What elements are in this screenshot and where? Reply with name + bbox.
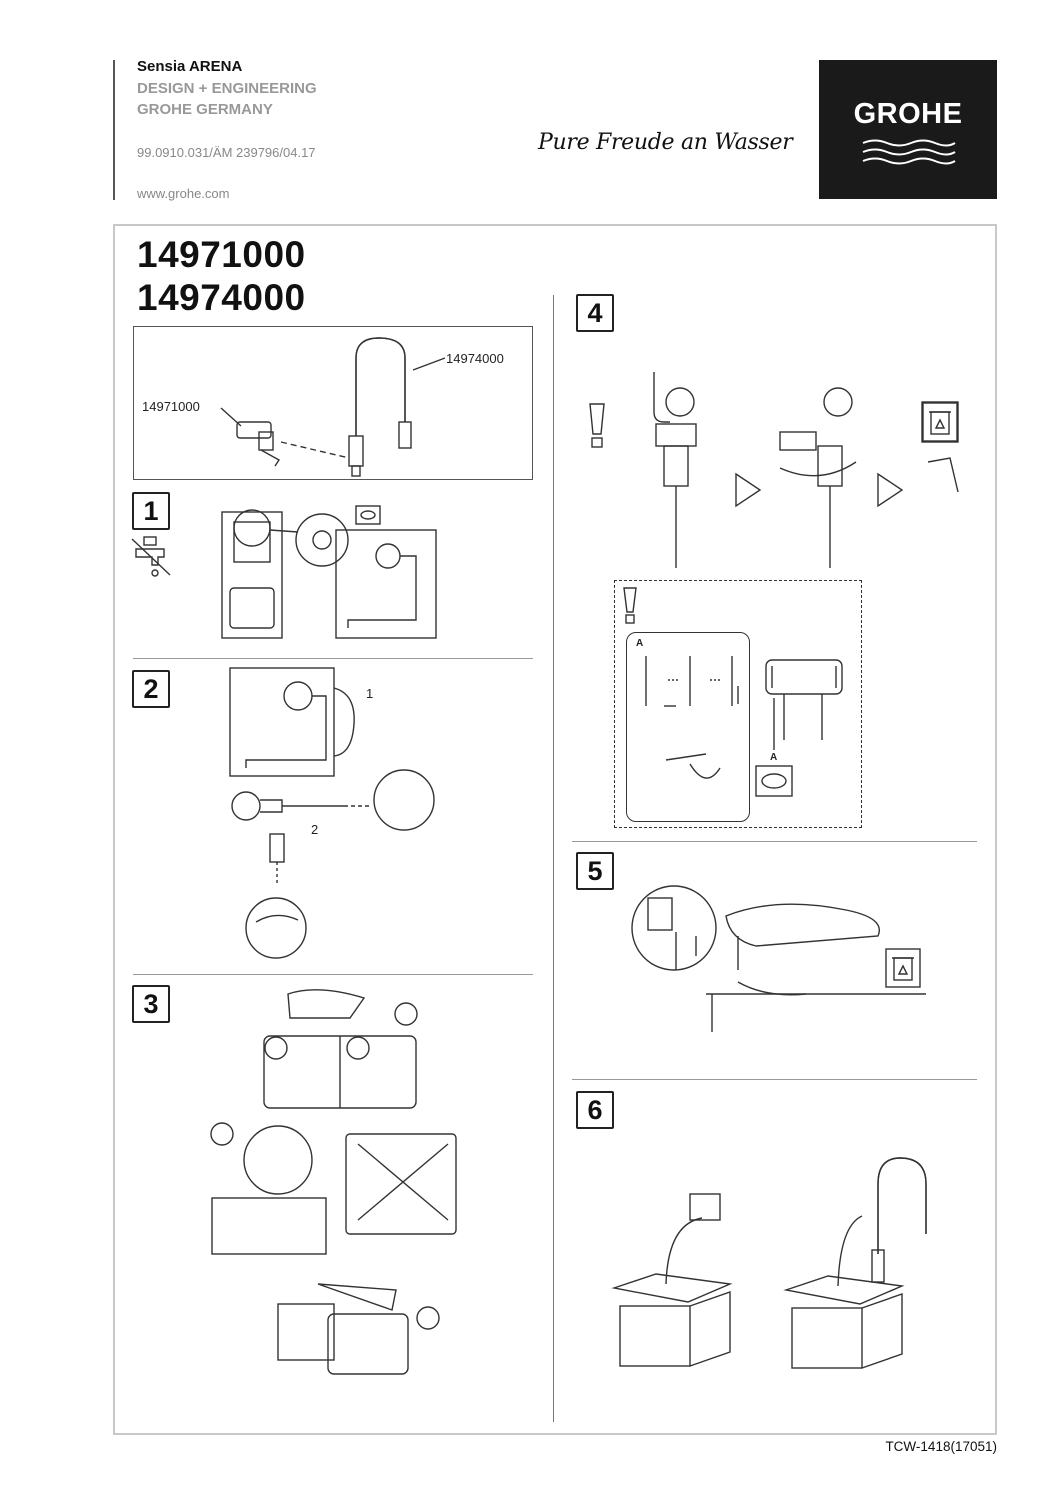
document-footer-code: TCW-1418(17051) xyxy=(885,1439,997,1454)
design-line: DESIGN + ENGINEERING xyxy=(137,80,317,97)
step-3-callout-2b: 2b xyxy=(352,1041,367,1056)
grohe-logo: GROHE xyxy=(819,60,997,199)
step-4-illustration xyxy=(653,372,959,568)
step-5-badge: 5 xyxy=(576,852,614,890)
product-name: Sensia ARENA xyxy=(137,58,243,75)
recycle-bin-icon xyxy=(922,402,958,442)
logo-text: GROHE xyxy=(853,98,963,130)
step-divider-1 xyxy=(133,658,533,659)
no-water-tap-icon xyxy=(131,536,171,577)
step-6-badge: 6 xyxy=(576,1091,614,1129)
step-3-illustration xyxy=(210,989,457,1375)
step-divider-5 xyxy=(572,1079,977,1080)
step-1-badge: 1 xyxy=(132,492,170,530)
logo-waves xyxy=(862,139,956,165)
detail-label-a-2: A xyxy=(770,752,778,763)
step-4-detail-illustration xyxy=(645,656,843,797)
part-label-hose: 14974000 xyxy=(446,351,504,366)
parts-overview-box xyxy=(133,326,533,480)
step-divider-2 xyxy=(133,974,533,975)
part-label-bracket: 14971000 xyxy=(142,399,200,414)
warning-exclamation-icon xyxy=(589,403,605,448)
step-1-illustration xyxy=(221,505,437,639)
step-divider-4 xyxy=(572,841,977,842)
step-5-illustration xyxy=(631,885,926,1032)
step-4-detail-inset xyxy=(626,632,750,822)
slogan: Pure Freude an Wasser xyxy=(538,130,793,155)
content-frame xyxy=(113,224,997,1435)
model-number-2: 14974000 xyxy=(137,277,306,318)
step-3-callout-1: 1 xyxy=(402,1005,410,1020)
step-4-badge: 4 xyxy=(576,294,614,332)
warning-exclamation-icon xyxy=(623,587,637,624)
step-2-illustration xyxy=(229,667,435,959)
detail-label-a-1: A xyxy=(636,638,644,649)
website-link[interactable]: www.grohe.com xyxy=(137,186,230,201)
step-3-callout-2a: 2a xyxy=(270,1041,285,1056)
step-3-badge: 3 xyxy=(132,985,170,1023)
step-2-badge: 2 xyxy=(132,670,170,708)
step-6-illustration xyxy=(611,1157,927,1369)
recycle-bin-icon xyxy=(885,948,921,988)
model-number-1: 14971000 xyxy=(137,234,306,275)
step-2-callout-1: 1 xyxy=(366,686,374,701)
column-divider xyxy=(553,295,554,1422)
parts-illustration xyxy=(220,337,446,477)
step-4-detail-box xyxy=(614,580,862,828)
header-rule xyxy=(113,60,115,200)
origin-line: GROHE GERMANY xyxy=(137,101,273,118)
step-3-callout-3: 3 xyxy=(218,1127,226,1142)
step-3-callout-4: 4 xyxy=(424,1311,432,1326)
step-2-callout-2: 2 xyxy=(311,822,319,837)
doc-code: 99.0910.031/ÄM 239796/04.17 xyxy=(137,145,316,160)
